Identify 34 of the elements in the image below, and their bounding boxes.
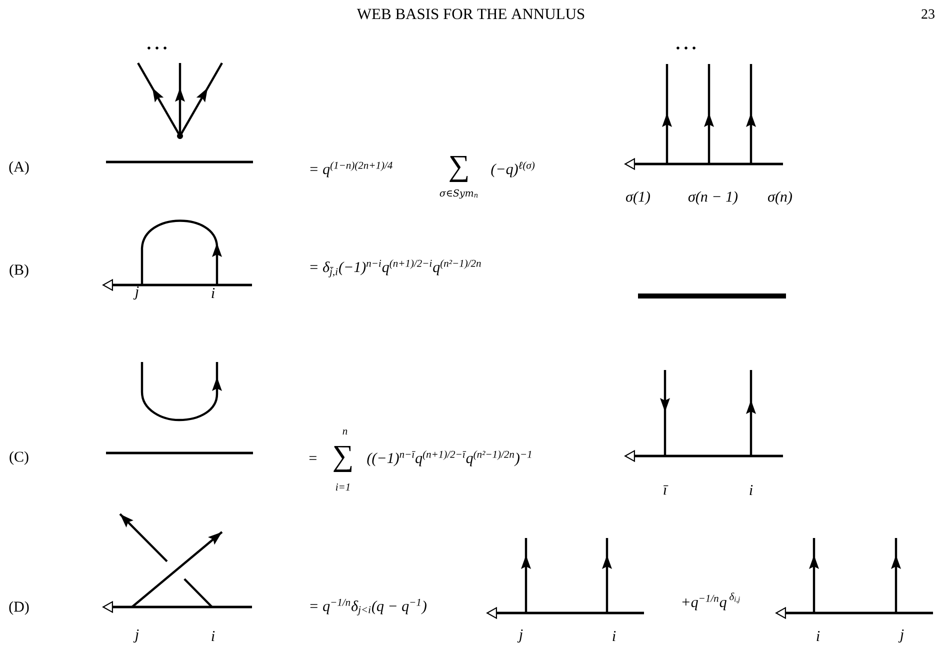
equation: = q$^{(1−n)(2n+1)/4}$ xyxy=(310,162,392,178)
equation: ((−1)$^{n−ī}$q$^{(n+1)/2−ī}$q$^{(n²−1)/2n}$)$^{−1}$ xyxy=(367,450,532,466)
row-label: (A) xyxy=(9,161,29,175)
strand-label: i xyxy=(212,631,215,641)
strand-label: i xyxy=(816,631,820,641)
sum-limit: σ∈Sym$_{n}$ xyxy=(440,189,478,199)
equation: = q$^{−1/n}$δ$_{j<i}$(q − q$^{−1}$) xyxy=(310,598,426,616)
row-label: (D) xyxy=(9,601,29,615)
strand-label: σ(1) xyxy=(626,191,650,205)
equation: +q$^{−1/n}$q xyxy=(682,594,726,610)
row-label: (C) xyxy=(10,451,28,465)
equation: = xyxy=(309,456,316,460)
sum-limit: n xyxy=(342,430,348,434)
strand-label: σ(n) xyxy=(768,191,792,205)
ellipsis: … xyxy=(676,46,696,50)
page-header: WEB BASIS FOR THE ANNULUS xyxy=(356,8,584,20)
strand-label: i xyxy=(612,631,616,641)
sum-sign: ∑ xyxy=(334,446,352,472)
strand-label: σ(n − 1) xyxy=(688,191,738,205)
exponent: δ$_{i,j}$ xyxy=(730,592,740,604)
strand-label: ī xyxy=(664,485,668,495)
page-number: 23 xyxy=(922,9,934,19)
strand-label: j xyxy=(898,629,904,643)
sum-limit: i=1 xyxy=(336,484,350,490)
ellipsis: … xyxy=(148,46,166,50)
equation: (−q)$^{ℓ(σ)}$ xyxy=(491,162,535,178)
strand-label: i xyxy=(750,485,753,495)
strand-label: j xyxy=(133,286,139,300)
sum-sign: ∑ xyxy=(450,156,468,182)
strand-label: j xyxy=(133,629,139,643)
strand-label: j xyxy=(517,629,523,643)
strand-label: i xyxy=(212,288,215,298)
row-label: (B) xyxy=(10,264,28,278)
equation: = δ$_{j̄,i}$(−1)$^{n−i}$q$^{(n+1)/2−i}$q$^{(n²−1)/2n}$ xyxy=(310,260,481,278)
